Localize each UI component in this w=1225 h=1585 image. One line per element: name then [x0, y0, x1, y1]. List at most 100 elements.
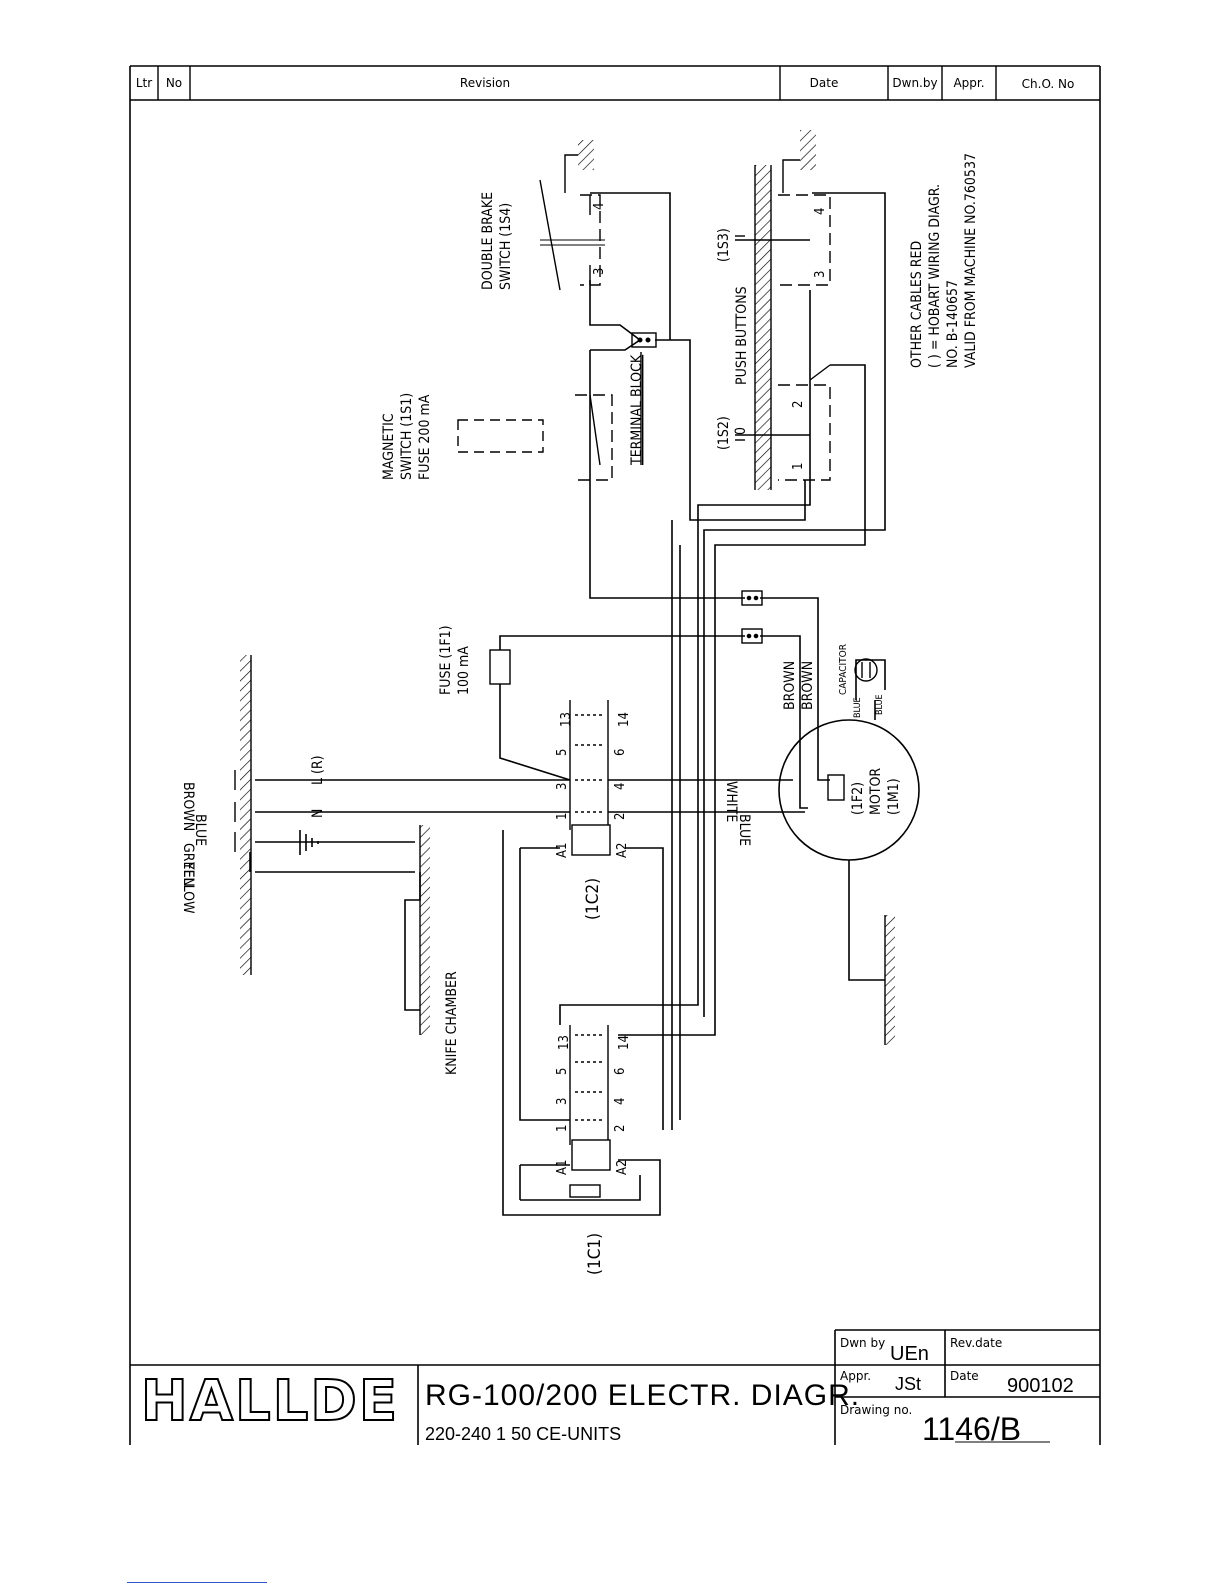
rev-col-dwnby: Dwn.by — [892, 76, 937, 90]
label-line-n: N — [310, 809, 326, 818]
date-label: Date — [950, 1369, 979, 1383]
c2-term5: 5 — [555, 749, 570, 756]
label-fuse-1f1-2: 100 mA — [456, 646, 472, 695]
dwn-by-label: Dwn by — [840, 1336, 885, 1350]
label-motor-1f2: (1F2) — [850, 782, 866, 815]
capacitor-symbol — [854, 658, 878, 682]
rev-col-ltr: Ltr — [136, 76, 152, 90]
label-double-brake-2: SWITCH (1S4) — [498, 203, 514, 290]
c2-term6: 6 — [613, 749, 628, 756]
ground-bar-motor — [885, 915, 895, 1045]
footer-link-underline — [127, 1582, 267, 1583]
label-motor-1m1: (1M1) — [886, 778, 902, 815]
c1-term2: 2 — [613, 1125, 628, 1132]
label-s2-term2: 2 — [791, 401, 806, 408]
label-double-brake-1: DOUBLE BRAKE — [480, 192, 496, 290]
c1-term6: 6 — [613, 1068, 628, 1075]
terminal-block — [631, 332, 657, 465]
label-push-buttons: PUSH BUTTONS — [734, 286, 750, 385]
note-line-1: OTHER CABLES RED — [909, 241, 925, 368]
c2-a1: A1 — [555, 843, 570, 858]
appr-value: JSt — [895, 1374, 921, 1394]
label-s2-term1: 1 — [791, 463, 806, 470]
ground-bars — [240, 130, 895, 1045]
label-c2: (1C2) — [583, 878, 603, 920]
earth-symbol — [299, 830, 319, 855]
c2-term13: 13 — [559, 712, 574, 727]
wiring — [249, 192, 886, 1216]
drawing-frame — [129, 65, 1101, 1445]
svg-text:HALLDE: HALLDE — [141, 1369, 399, 1434]
contactor-1c1 — [569, 1025, 611, 1198]
fuse-1f1 — [489, 649, 511, 685]
label-s4-term3: 3 — [592, 268, 607, 275]
c2-term14: 14 — [617, 712, 632, 727]
label-blue-cap-1: BLUE — [853, 697, 863, 718]
label-line-l: L (R) — [310, 755, 326, 785]
drawing-title: RG-100/200 ELECTR. DIAGR. — [425, 1379, 860, 1412]
note-line-3: NO. B-140657 — [945, 280, 961, 368]
thermal-1f2 — [827, 774, 845, 801]
label-wire-brown: BROWN — [180, 782, 196, 831]
ground-bar-pushbuttons — [755, 165, 771, 490]
appr-label: Appr. — [840, 1369, 871, 1383]
label-brown-2: BROWN — [800, 661, 816, 710]
c2-term4: 4 — [613, 783, 628, 790]
drawing-no-label: Drawing no. — [840, 1403, 912, 1417]
ground-bar-left — [240, 655, 251, 975]
label-s3-term4: 4 — [813, 208, 828, 215]
label-s2: (1S2) — [716, 416, 732, 450]
note-line-4: VALID FROM MACHINE NO.760537 — [963, 153, 979, 368]
c1-term1: 1 — [555, 1125, 570, 1132]
label-knife-chamber: KNIFE CHAMBER — [444, 971, 460, 1075]
c1-a2: A2 — [615, 1160, 630, 1175]
c1-term14: 14 — [617, 1035, 632, 1050]
label-blue-cap-2: BLUE — [875, 694, 885, 715]
magnetic-switch — [457, 394, 613, 481]
label-fuse-1f1-1: FUSE (1F1) — [438, 625, 454, 695]
label-wire-green: GREEN — [180, 843, 196, 887]
dwn-by-value: UEn — [890, 1343, 929, 1365]
c1-a1: A1 — [555, 1160, 570, 1175]
c1-term13: 13 — [557, 1035, 572, 1050]
revision-header: Ltr No Revision Date Dwn.by Appr. Ch.O. … — [130, 66, 1100, 101]
ground-bar-pb-top — [800, 130, 816, 170]
ground-bar-knife — [420, 825, 430, 1035]
label-terminal-block: TERMINAL BLOCK — [629, 354, 645, 466]
label-s2-zero: 0 — [733, 427, 749, 435]
label-magnetic-2: SWITCH (1S1) — [399, 393, 415, 480]
date-value: 900102 — [1007, 1375, 1074, 1397]
c1-term4: 4 — [613, 1098, 628, 1105]
label-blue-motor: BLUE — [736, 814, 752, 846]
motor-1m1 — [778, 719, 920, 861]
label-brown-1: BROWN — [782, 661, 798, 710]
c2-term1: 1 — [555, 813, 570, 820]
label-s4-term4: 4 — [592, 203, 607, 210]
rev-col-appr: Appr. — [953, 76, 984, 90]
note-line-2: ( ) = HOBART WIRING DIAGR. — [927, 184, 943, 368]
label-motor: MOTOR — [868, 768, 884, 815]
label-s3-term3: 3 — [813, 271, 828, 278]
ground-bar-brake — [578, 140, 594, 170]
double-brake-switch — [539, 179, 605, 291]
label-white: WHITE — [723, 781, 739, 822]
label-capacitor: CAPACITOR — [838, 644, 849, 695]
contactor-1c2 — [569, 700, 611, 856]
c2-a2: A2 — [615, 843, 630, 858]
label-c1: (1C1) — [585, 1233, 605, 1275]
label-wire-blue: BLUE — [192, 814, 208, 846]
push-button-1s2 — [735, 364, 831, 481]
label-s3: (1S3) — [716, 228, 732, 262]
hallde-logo: HALLDE — [140, 1368, 399, 1435]
rev-col-revision: Revision — [460, 76, 510, 90]
rev-col-date: Date — [810, 76, 839, 90]
c1-term3: 3 — [555, 1098, 570, 1105]
label-magnetic-3: FUSE 200 mA — [417, 394, 433, 480]
c1-term5: 5 — [555, 1068, 570, 1075]
c2-term3: 3 — [555, 783, 570, 790]
terminal-blocks-mid — [741, 590, 763, 644]
label-magnetic-1: MAGNETIC — [381, 413, 397, 480]
drawing-no-value: 1146/B — [922, 1411, 1021, 1447]
rev-date-label: Rev.date — [950, 1336, 1002, 1350]
